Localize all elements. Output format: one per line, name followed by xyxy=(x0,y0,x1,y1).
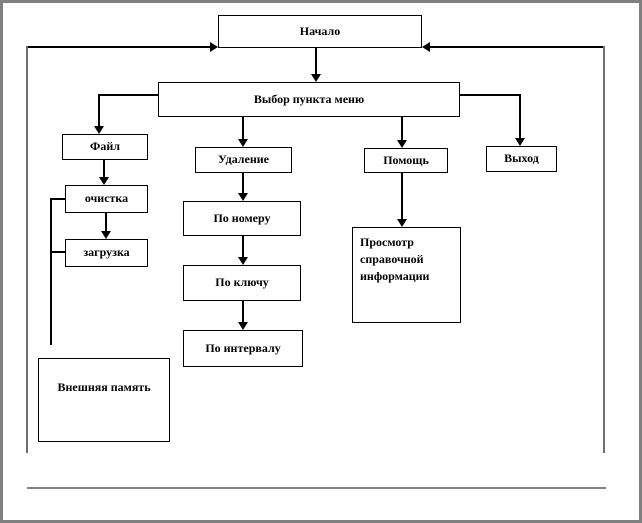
node-view-reference-info-label: Просмотр справочной информации xyxy=(360,235,430,283)
arrowhead-key-interval xyxy=(238,322,248,330)
connector-clear-left xyxy=(51,198,65,200)
node-load: загрузка xyxy=(65,239,148,267)
connector-menu-file-v xyxy=(98,94,100,127)
node-help-label: Помощь xyxy=(383,152,429,167)
node-menu-select-label: Выбор пункта меню xyxy=(253,91,365,106)
node-file-label: Файл xyxy=(90,139,120,154)
arrowhead-menu-delete xyxy=(238,139,248,147)
connector-key-interval xyxy=(242,301,244,322)
node-start-label: Начало xyxy=(299,23,341,38)
connector-start-menu xyxy=(315,48,317,75)
loop-top-left-line xyxy=(26,46,210,48)
connector-menu-help xyxy=(401,117,403,140)
connector-menu-delete xyxy=(242,117,244,139)
connector-file-clear xyxy=(103,160,105,178)
node-start: Начало xyxy=(218,15,422,48)
node-by-key: По ключу xyxy=(183,265,301,301)
node-by-number: По номеру xyxy=(183,201,301,236)
arrowhead-into-start-left xyxy=(210,42,218,52)
arrowhead-help-info xyxy=(397,219,407,227)
loop-left-side-line xyxy=(26,46,28,453)
arrowhead-into-start-right xyxy=(422,42,430,52)
connector-menu-file-h xyxy=(98,94,158,96)
node-by-interval: По интервалу xyxy=(183,330,303,367)
node-delete-label: Удаление xyxy=(217,152,270,167)
node-clear: очистка xyxy=(65,185,148,213)
arrowhead-clear-load xyxy=(101,231,111,239)
arrowhead-start-menu xyxy=(311,74,321,82)
arrowhead-number-key xyxy=(238,257,248,265)
node-by-number-label: По номеру xyxy=(213,210,271,225)
node-help: Помощь xyxy=(364,148,448,173)
arrowhead-menu-exit xyxy=(515,138,525,146)
connector-number-key xyxy=(242,236,244,257)
node-clear-label: очистка xyxy=(84,191,129,206)
arrowhead-file-clear xyxy=(99,177,109,185)
node-load-label: загрузка xyxy=(83,245,130,260)
connector-delete-number xyxy=(242,173,244,193)
loop-top-right-line xyxy=(430,46,605,48)
connector-load-left xyxy=(51,251,65,253)
arrowhead-delete-number xyxy=(238,193,248,201)
node-delete: Удаление xyxy=(195,147,292,173)
node-by-key-label: По ключу xyxy=(215,275,269,290)
connector-left-down xyxy=(50,198,52,345)
arrowhead-menu-file xyxy=(94,126,104,134)
node-menu-select: Выбор пункта меню xyxy=(158,82,460,117)
node-external-memory-label: Внешняя память xyxy=(57,380,151,394)
node-external-memory: Внешняя память xyxy=(38,358,170,442)
node-view-reference-info: Просмотр справочной информации xyxy=(352,227,461,323)
connector-menu-exit-h xyxy=(460,94,521,96)
bottom-rule xyxy=(27,487,606,489)
connector-menu-exit-v xyxy=(519,94,521,138)
node-by-interval-label: По интервалу xyxy=(205,340,281,355)
connector-help-info xyxy=(401,173,403,219)
node-exit: Выход xyxy=(486,146,557,172)
loop-right-side-line xyxy=(603,46,605,453)
arrowhead-menu-help xyxy=(397,140,407,148)
connector-clear-load xyxy=(105,213,107,231)
node-file: Файл xyxy=(62,134,148,160)
node-exit-label: Выход xyxy=(504,151,539,166)
